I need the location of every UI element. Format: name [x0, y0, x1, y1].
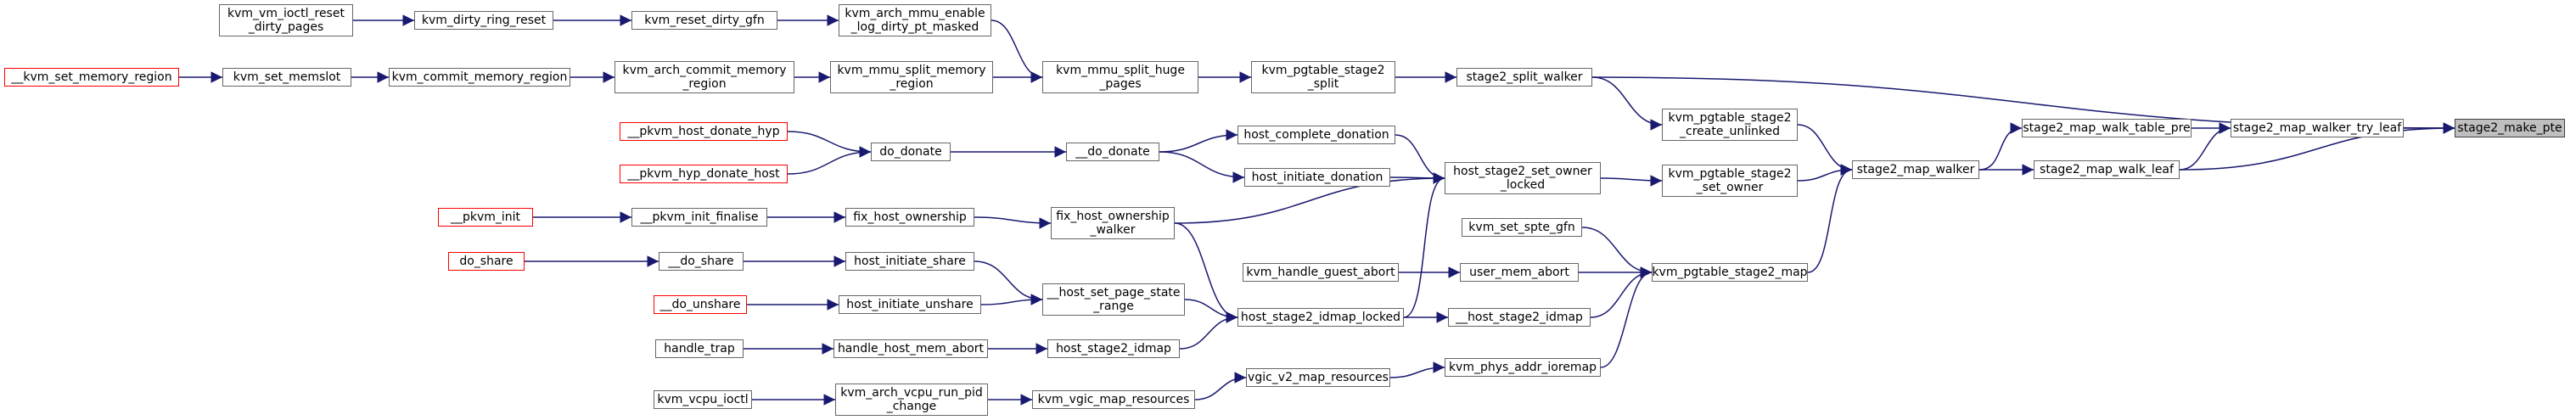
node-user-mem-abort[interactable]: user_mem_abort [1460, 263, 1579, 282]
node-kvm-arch-mmu-enable-log-dirty-pt-masked[interactable]: kvm_arch_mmu_enable _log_dirty_pt_masked [839, 4, 991, 36]
node-pkvm-init-finalise[interactable]: __pkvm_init_finalise [631, 208, 767, 227]
edge-host_stage2_idmap-to-host_stage2_idmap_locked [1179, 311, 1238, 350]
node-do-share-internal[interactable]: __do_share [659, 252, 744, 271]
node-stage2-map-walker-try-leaf[interactable]: stage2_map_walker_try_leaf [2231, 119, 2404, 137]
edge-host_stage2_idmap_locked-to-host_stage2_set_owner_locked [1403, 172, 1445, 318]
node-handle-host-mem-abort[interactable]: handle_host_mem_abort [833, 339, 988, 358]
node-host-stage2-idmap-internal[interactable]: __host_stage2_idmap [1448, 308, 1591, 327]
node-kvm-pgtable-stage2-map[interactable]: kvm_pgtable_stage2_map [1652, 263, 1808, 282]
edge-stage2_map_walker-to-stage2_map_walk_table_pre [1978, 122, 2023, 171]
node-pkvm-init[interactable]: __pkvm_init [438, 208, 533, 227]
edge-kvm_pgtable_stage2_map-to-stage2_map_walker [1807, 164, 1853, 273]
edge-__do_donate-to-host_complete_donation [1159, 129, 1238, 153]
node-fix-host-ownership-walker[interactable]: fix_host_ownership _walker [1051, 207, 1175, 239]
node-kvm-arch-vcpu-run-pid-change[interactable]: kvm_arch_vcpu_run_pid _change [835, 384, 988, 416]
edge-vgic_v2_map_resources-to-kvm_phys_addr_ioremap [1389, 361, 1445, 378]
node-do-share[interactable]: do_share [448, 252, 525, 271]
node-do-unshare[interactable]: __do_unshare [654, 295, 747, 314]
node-kvm-pgtable-stage2-create-unlinked[interactable]: kvm_pgtable_stage2 _create_unlinked [1662, 109, 1798, 141]
node-vgic-v2-map-resources[interactable]: vgic_v2_map_resources [1246, 368, 1390, 387]
node-stage2-map-walker[interactable]: stage2_map_walker [1852, 160, 1979, 179]
edge-host_stage2_set_owner_locked-to-kvm_pgtable_stage2_set_owner [1600, 175, 1663, 187]
node-do-donate[interactable]: do_donate [871, 143, 951, 161]
node-kvm-mmu-split-memory-region[interactable]: kvm_mmu_split_memory _region [830, 61, 993, 93]
node-host-initiate-donation[interactable]: host_initiate_donation [1244, 168, 1390, 187]
edge-kvm_pgtable_stage2_set_owner-to-stage2_map_walker [1797, 164, 1853, 182]
edge-host_initiate_unshare-to-__host_set_page_state_range [980, 294, 1043, 305]
node-kvm-set-memslot[interactable]: kvm_set_memslot [222, 68, 351, 87]
edge-host_complete_donation-to-host_stage2_set_owner_locked [1395, 134, 1445, 184]
edge-kvm_pgtable_stage2_create_unlinked-to-stage2_map_walker [1797, 124, 1853, 176]
node-host-initiate-unshare[interactable]: host_initiate_unshare [839, 295, 981, 314]
node-kvm-vgic-map-resources[interactable]: kvm_vgic_map_resources [1032, 390, 1195, 409]
node-do-donate-internal[interactable]: __do_donate [1066, 143, 1159, 161]
node-kvm-handle-guest-abort[interactable]: kvm_handle_guest_abort [1243, 263, 1399, 282]
node-host-stage2-idmap-locked[interactable]: host_stage2_idmap_locked [1237, 308, 1404, 327]
edge-kvm_phys_addr_ioremap-to-kvm_pgtable_stage2_map [1600, 266, 1653, 368]
node-kvm-vm-ioctl-reset-dirty-pages[interactable]: kvm_vm_ioctl_reset _dirty_pages [219, 4, 353, 36]
node-stage2-map-walk-table-pre[interactable]: stage2_map_walk_table_pre [2022, 119, 2192, 137]
edge-host_initiate_share-to-__host_set_page_state_range [974, 260, 1043, 305]
edge-fix_host_ownership-to-fix_host_ownership_walker [974, 216, 1052, 229]
node-kvm-vcpu-ioctl[interactable]: kvm_vcpu_ioctl [654, 390, 752, 409]
node-kvm-dirty-ring-reset[interactable]: kvm_dirty_ring_reset [414, 11, 553, 30]
node-kvm-pgtable-stage2-set-owner[interactable]: kvm_pgtable_stage2 _set_owner [1662, 165, 1798, 197]
node-host-set-page-state-range[interactable]: __host_set_page_state _range [1042, 283, 1185, 316]
edge-__do_donate-to-host_initiate_donation [1159, 151, 1245, 183]
node-kvm-arch-commit-memory-region[interactable]: kvm_arch_commit_memory _region [615, 61, 794, 93]
edge-stage2_map_walk_leaf-to-stage2_make_pte [2179, 122, 2455, 171]
node-kvm-set-spte-gfn[interactable]: kvm_set_spte_gfn [1462, 218, 1582, 237]
node-handle-trap[interactable]: handle_trap [655, 339, 744, 358]
edge-__host_stage2_idmap-to-kvm_pgtable_stage2_map [1590, 266, 1653, 318]
edge-kvm_vgic_map_resources-to-vgic_v2_map_resources [1194, 372, 1247, 400]
node-kvm-phys-addr-ioremap[interactable]: kvm_phys_addr_ioremap [1445, 358, 1601, 377]
edge-stage2_map_walk_leaf-to-stage2_map_walker_try_leaf [2179, 122, 2231, 171]
node-kvm-commit-memory-region[interactable]: kvm_commit_memory_region [389, 68, 570, 87]
edge-kvm_arch_mmu_enable_log_dirty_pt_masked-to-kvm_mmu_split_huge_pages [991, 20, 1043, 83]
node-pkvm-hyp-donate-host[interactable]: __pkvm_hyp_donate_host [620, 165, 788, 183]
node-pkvm-host-donate-hyp[interactable]: __pkvm_host_donate_hyp [620, 122, 788, 141]
node-kvm-reset-dirty-gfn[interactable]: kvm_reset_dirty_gfn [631, 11, 777, 30]
node-kvm-set-memory-region[interactable]: __kvm_set_memory_region [4, 68, 179, 87]
node-kvm-mmu-split-huge-pages[interactable]: kvm_mmu_split_huge _pages [1042, 61, 1198, 93]
node-stage2-map-walk-leaf[interactable]: stage2_map_walk_leaf [2034, 160, 2180, 179]
node-fix-host-ownership[interactable]: fix_host_ownership [845, 208, 974, 227]
edge-fix_host_ownership_walker-to-host_stage2_set_owner_locked [1174, 172, 1445, 224]
edge-kvm_set_spte_gfn-to-kvm_pgtable_stage2_map [1581, 227, 1653, 278]
edge-__pkvm_host_donate_hyp-to-do_donate [787, 131, 872, 158]
node-stage2-make-pte: stage2_make_pte [2455, 119, 2565, 137]
node-stage2-split-walker[interactable]: stage2_split_walker [1456, 68, 1592, 87]
node-host-stage2-set-owner-locked[interactable]: host_stage2_set_owner _locked [1445, 162, 1601, 194]
edge-__pkvm_hyp_donate_host-to-do_donate [787, 146, 872, 175]
edge-stage2_split_walker-to-kvm_pgtable_stage2_create_unlinked [1591, 76, 1663, 131]
node-kvm-pgtable-stage2-split[interactable]: kvm_pgtable_stage2 _split [1251, 61, 1395, 93]
node-host-complete-donation[interactable]: host_complete_donation [1237, 126, 1395, 144]
node-host-initiate-share[interactable]: host_initiate_share [845, 252, 974, 271]
node-host-stage2-idmap[interactable]: host_stage2_idmap [1047, 339, 1180, 358]
